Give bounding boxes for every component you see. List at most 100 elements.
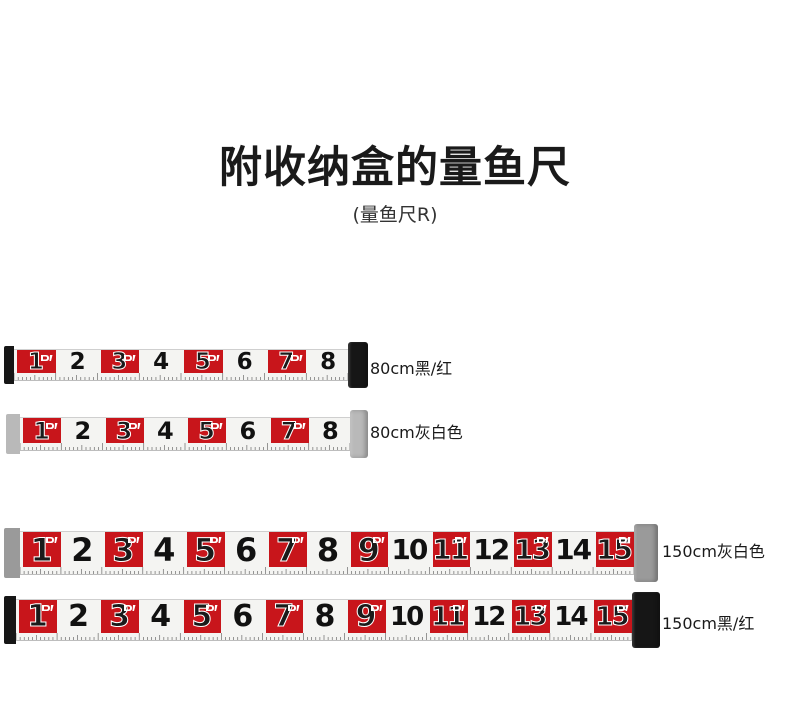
- ruler-segment: 2: [61, 418, 102, 450]
- ruler-segment: 5: [181, 350, 223, 380]
- brand-logo-icon: [124, 355, 136, 361]
- ruler-number: 14: [555, 533, 592, 566]
- ruler-number: 12: [472, 602, 506, 632]
- ruler-segment: 1: [20, 418, 62, 450]
- ruler-number: 8: [316, 531, 339, 569]
- brand-logo-icon: [209, 537, 222, 543]
- ruler-segment: 10: [388, 532, 429, 574]
- brand-logo-icon: [206, 605, 218, 611]
- red-segment-block: [347, 600, 386, 633]
- ruler-segment: 1: [14, 350, 56, 380]
- ruler-segment: 3: [102, 532, 143, 574]
- ruler-segment: 6: [226, 418, 267, 450]
- brand-logo-icon: [455, 537, 467, 543]
- ruler-segment: 6: [221, 600, 262, 640]
- ruler-segment: 3: [98, 350, 140, 380]
- ruler-number: 3: [115, 417, 133, 445]
- red-segment-block: [268, 532, 307, 567]
- storage-case: [348, 342, 368, 388]
- red-segment-block: [265, 600, 304, 633]
- brand-logo-icon: [291, 355, 303, 361]
- ruler-number: 4: [153, 349, 169, 375]
- ruler-segment: 15: [591, 600, 632, 640]
- brand-logo-icon: [46, 423, 58, 429]
- ruler-number: 7: [278, 349, 295, 375]
- ruler-end-cap: [6, 414, 20, 454]
- ruler-ticks: [14, 373, 348, 380]
- red-segment-block: [186, 532, 225, 567]
- ruler-ticks: [20, 567, 634, 574]
- red-segment-block: [350, 532, 389, 567]
- ruler-segment: 5: [185, 417, 227, 450]
- brand-logo-icon: [45, 537, 58, 543]
- brand-logo-icon: [207, 355, 220, 361]
- ruler-segment: 5: [180, 600, 222, 640]
- ruler-segment: 14: [550, 600, 591, 640]
- ruler-number: 2: [69, 349, 86, 375]
- ruler-label-80cm-grey-white: 80cm灰白色: [370, 423, 463, 442]
- brand-logo-icon: [288, 605, 300, 611]
- ruler-number: 4: [157, 417, 174, 445]
- brand-logo-icon: [618, 537, 631, 543]
- red-segment-block: [23, 532, 61, 567]
- ruler-ticks: [20, 443, 350, 450]
- ruler-number: 14: [554, 602, 588, 632]
- ruler-segment: 2: [61, 532, 102, 574]
- ruler-segment: 5: [184, 532, 225, 574]
- ruler-number: 5: [198, 417, 216, 445]
- red-segment-block: [19, 600, 58, 633]
- ruler-number: 7: [280, 417, 298, 445]
- storage-case: [634, 524, 658, 582]
- brand-logo-icon: [534, 605, 547, 611]
- brand-logo-icon: [537, 537, 549, 543]
- brand-logo-icon: [42, 605, 54, 611]
- brand-logo-icon: [616, 605, 629, 611]
- ruler-segment: 2: [56, 350, 98, 380]
- ruler-number: 1: [27, 349, 44, 375]
- ruler-number: 2: [71, 531, 93, 569]
- red-segment-block: [596, 532, 634, 567]
- ruler-end-cap: [4, 528, 20, 578]
- ruler-segment: 15: [593, 532, 634, 574]
- red-segment-block: [101, 600, 140, 633]
- brand-logo-icon: [293, 423, 306, 429]
- ruler-number: 8: [322, 417, 339, 445]
- ruler-segment: 9: [345, 600, 386, 640]
- red-segment-block: [514, 532, 553, 567]
- red-segment-block: [23, 418, 62, 443]
- red-segment-block: [594, 600, 632, 633]
- brand-logo-icon: [370, 605, 383, 611]
- ruler-segment: 6: [225, 532, 266, 574]
- brand-logo-icon: [127, 537, 140, 543]
- brand-logo-icon: [452, 605, 465, 611]
- ruler-segment: 4: [144, 418, 185, 450]
- ruler-number: 6: [236, 349, 253, 375]
- ruler-end-cap: [4, 346, 14, 384]
- ruler-number: 6: [234, 531, 257, 569]
- brand-logo-icon: [128, 423, 141, 429]
- red-segment-block: [105, 532, 143, 567]
- ruler-segment: 8: [309, 418, 350, 450]
- ruler-segment: 7: [268, 418, 309, 450]
- brand-logo-icon: [211, 423, 223, 429]
- ruler-number: 13: [514, 533, 552, 566]
- ruler-segment: 3: [98, 600, 140, 640]
- ruler-segment: 1: [16, 600, 58, 640]
- red-segment-block: [429, 600, 468, 633]
- ruler-segment: 8: [306, 350, 348, 380]
- ruler-number: 4: [153, 531, 175, 569]
- storage-case: [632, 592, 660, 648]
- ruler-segment: 3: [103, 418, 144, 450]
- ruler-number: 8: [314, 599, 336, 634]
- ruler-segment: 1: [20, 532, 61, 574]
- brand-logo-icon: [40, 355, 53, 361]
- ruler-label-150cm-black-red: 150cm黑/红: [662, 614, 755, 633]
- ruler-segment: 13: [509, 600, 550, 640]
